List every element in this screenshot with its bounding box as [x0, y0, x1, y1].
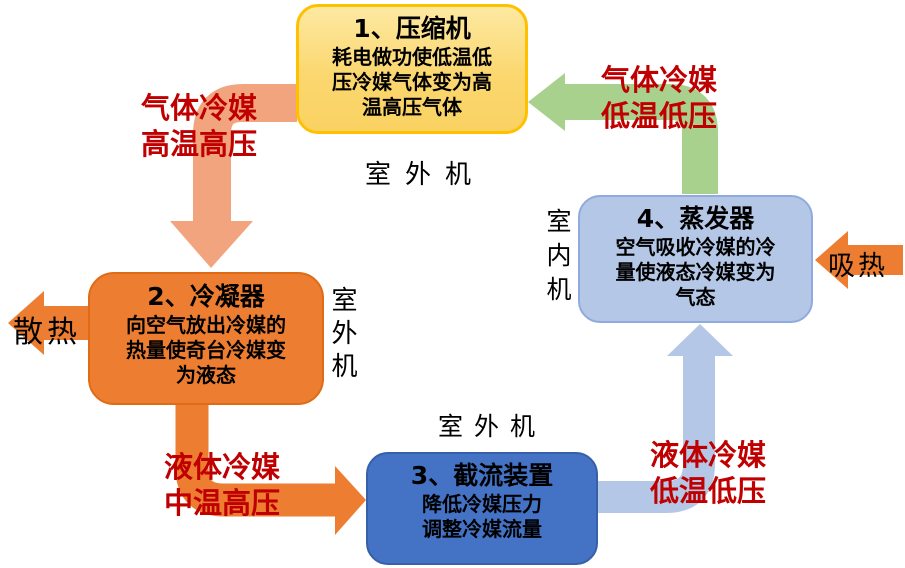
- heat-dissipate-arrow: [8, 291, 88, 355]
- box-throttle-title: 3、截流装置: [410, 461, 554, 490]
- outdoor-unit-label-bottom: 室外机: [438, 412, 547, 441]
- flow-label-liquid-low-line1: 液体冷媒: [650, 438, 767, 472]
- box-evaporator: 4、蒸发器 空气吸收冷媒的冷 量使液态冷媒变为 气态: [578, 195, 813, 323]
- flow-label-liquid-mid-line2: 中温高压: [164, 486, 281, 520]
- heat-absorb-arrow: [815, 231, 903, 289]
- heat-absorb-label: 吸热: [828, 251, 888, 282]
- indoor-unit-label: 室内机: [543, 208, 572, 310]
- box-condenser: 2、冷凝器 向空气放出冷媒的 热量使奇台冷媒变 为液态: [88, 272, 324, 405]
- arrow-compressor-to-condenser-body: [193, 84, 297, 226]
- flow-label-liquid-low-pressure: 液体冷媒 低温低压: [650, 437, 766, 509]
- box-condenser-title: 2、冷凝器: [147, 282, 265, 311]
- arrow-evaporator-to-compressor-head: [528, 73, 565, 131]
- flow-label-liquid-low-line2: 低温低压: [650, 474, 767, 508]
- box-compressor: 1、压缩机 耗电做功使低温低 压冷媒气体变为高 温高压气体: [296, 4, 528, 134]
- flow-label-liquid-mid-line1: 液体冷媒: [164, 450, 281, 484]
- arrow-evaporator-to-compressor: [528, 73, 718, 194]
- arrow-condenser-to-throttle: [175, 403, 366, 535]
- box-evaporator-description: 空气吸收冷媒的冷 量使液态冷媒变为 气态: [615, 235, 776, 309]
- outdoor-unit-label-top: 室外机: [365, 160, 486, 190]
- outdoor-unit-label-side: 室外机: [327, 286, 357, 385]
- arrow-condenser-to-throttle-body: [175, 403, 337, 517]
- flow-label-gas-low-line1: 气体冷媒: [601, 63, 718, 97]
- arrow-throttle-to-evaporator-head: [667, 324, 733, 356]
- arrow-condenser-to-throttle-head: [335, 466, 366, 535]
- arrow-throttle-to-evaporator: [598, 324, 733, 513]
- arrow-compressor-to-condenser: [170, 84, 297, 268]
- arrow-throttle-to-evaporator-body: [598, 354, 715, 513]
- box-condenser-description: 向空气放出冷媒的 热量使奇台冷媒变 为液态: [126, 313, 286, 387]
- heat-dissipate-label: 散热: [13, 315, 81, 350]
- box-compressor-description: 耗电做功使低温低 压冷媒气体变为高 温高压气体: [332, 45, 492, 119]
- flow-label-gas-high-pressure: 气体冷媒 高温高压: [141, 90, 257, 162]
- box-throttle: 3、截流装置 降低冷媒压力 调整冷媒流量: [366, 452, 598, 565]
- box-throttle-description: 降低冷媒压力 调整冷媒流量: [422, 492, 542, 541]
- arrow-evaporator-to-compressor-body: [565, 84, 718, 194]
- box-evaporator-title: 4、蒸发器: [636, 204, 755, 233]
- box-compressor-title: 1、压缩机: [353, 14, 471, 43]
- arrow-compressor-to-condenser-head: [170, 221, 253, 268]
- flow-label-gas-low-line2: 低温低压: [601, 99, 718, 133]
- flow-label-gas-high-line2: 高温高压: [141, 127, 258, 161]
- flow-label-gas-high-line1: 气体冷媒: [141, 91, 258, 125]
- flow-label-gas-low-pressure: 气体冷媒 低温低压: [601, 62, 717, 134]
- flow-label-liquid-mid-pressure: 液体冷媒 中温高压: [164, 449, 280, 521]
